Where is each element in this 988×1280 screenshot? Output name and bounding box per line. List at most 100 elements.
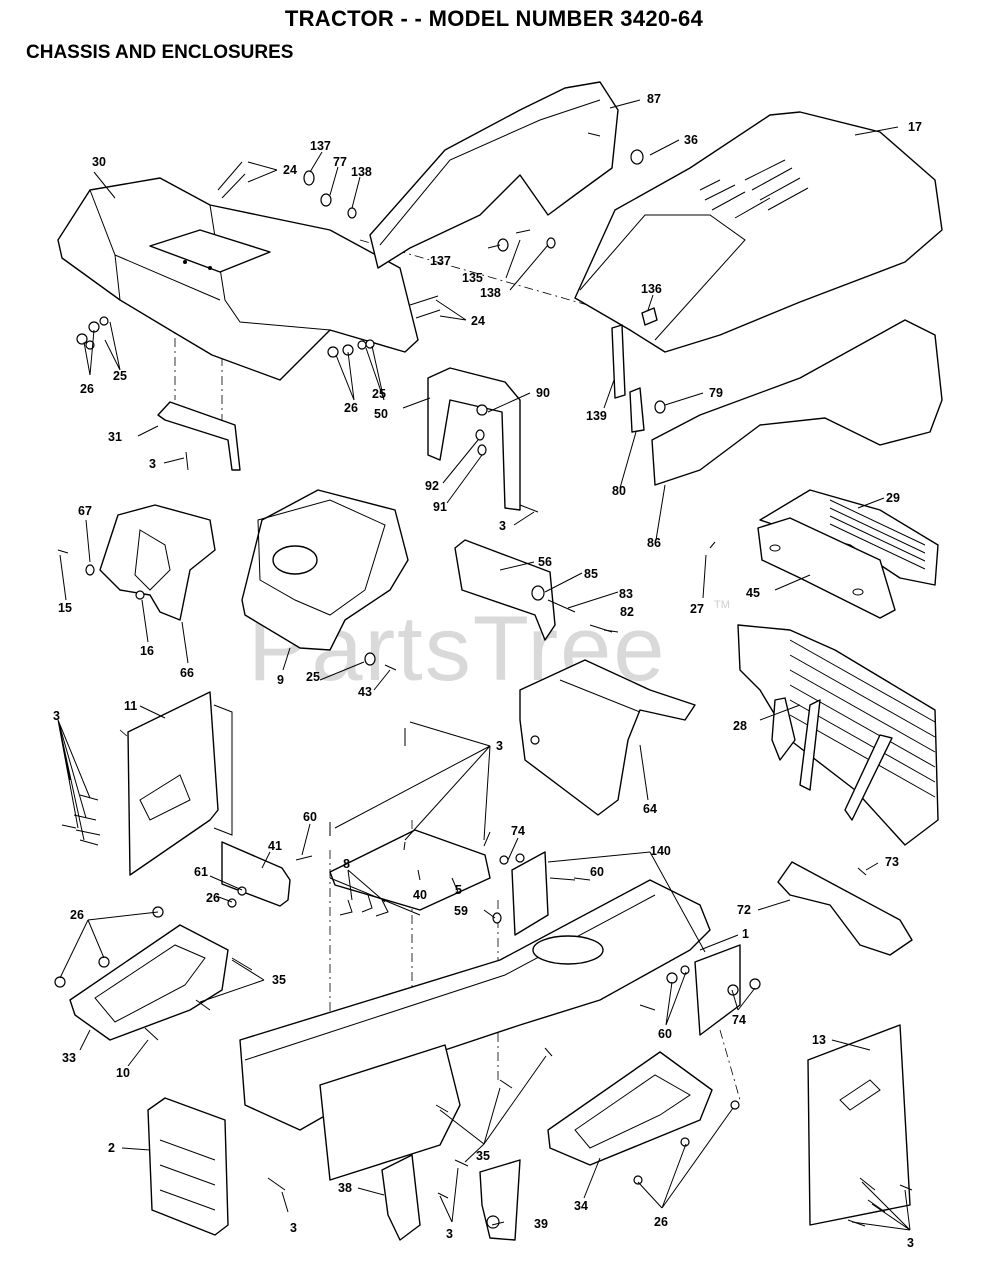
callout-8: 8	[343, 857, 350, 871]
console-part-9	[241, 489, 409, 651]
callout-67: 67	[78, 504, 92, 518]
callout-138: 138	[351, 165, 372, 179]
bracket-part-72	[777, 861, 913, 956]
callout-3-f: 3	[446, 1227, 453, 1241]
watermark-trademark: TM	[714, 599, 730, 611]
grille-assembly-part-28	[737, 624, 939, 846]
callout-139: 139	[586, 409, 607, 423]
callout-135: 135	[462, 271, 483, 285]
callout-26-b: 26	[344, 401, 358, 415]
callout-34: 34	[574, 1199, 588, 1213]
diagram-subtitle: CHASSIS AND ENCLOSURES	[26, 42, 294, 63]
bracket-part-39	[479, 1159, 521, 1241]
callout-25-c: 25	[306, 670, 320, 684]
callout-5: 5	[455, 883, 462, 897]
callout-2: 2	[108, 1141, 115, 1155]
callout-91: 91	[433, 500, 447, 514]
callout-61: 61	[194, 865, 208, 879]
footrest-left-part-33	[69, 924, 229, 1041]
plate-part-5	[329, 829, 491, 916]
callout-17: 17	[908, 120, 922, 134]
callout-64: 64	[643, 802, 657, 816]
callout-80: 80	[612, 484, 626, 498]
callout-3-g: 3	[907, 1236, 914, 1250]
callout-31: 31	[108, 430, 122, 444]
callout-43: 43	[358, 685, 372, 699]
callout-26-c: 26	[206, 891, 220, 905]
callout-25: 25	[113, 369, 127, 383]
callout-50: 50	[374, 407, 388, 421]
callout-3-d: 3	[496, 739, 503, 753]
callout-90: 90	[536, 386, 550, 400]
callout-137-b: 137	[430, 254, 451, 268]
grille-frame-part-45	[757, 517, 896, 619]
support-part-64	[519, 659, 696, 816]
callout-38: 38	[338, 1181, 352, 1195]
callout-16: 16	[140, 644, 154, 658]
bracket-part-38	[381, 1154, 421, 1241]
callout-33: 33	[62, 1051, 76, 1065]
callout-labels: 30 24 137 77 138 87 36 17 137 135 138 13…	[53, 92, 922, 1250]
callout-73: 73	[885, 855, 899, 869]
callout-60-c: 60	[658, 1027, 672, 1041]
callout-26: 26	[80, 382, 94, 396]
callout-1: 1	[742, 927, 749, 941]
hood-side-part-86	[651, 319, 943, 486]
callout-9: 9	[277, 673, 284, 687]
bracket-part-31	[157, 401, 241, 471]
callout-39: 39	[534, 1217, 548, 1231]
callout-15: 15	[58, 601, 72, 615]
callout-35-b: 35	[476, 1149, 490, 1163]
callout-60: 60	[303, 810, 317, 824]
callout-60-b: 60	[590, 865, 604, 879]
main-frame-part-1	[239, 879, 711, 1181]
callout-3-c: 3	[53, 709, 60, 723]
callout-138-b: 138	[480, 286, 501, 300]
callout-26-d: 26	[70, 908, 84, 922]
diagram-title: TRACTOR - - MODEL NUMBER 3420-64	[284, 6, 704, 31]
callout-40: 40	[413, 888, 427, 902]
callout-77: 77	[333, 155, 347, 169]
callout-24-b: 24	[471, 314, 485, 328]
callout-85: 85	[584, 567, 598, 581]
callout-136: 136	[641, 282, 662, 296]
footrest-right-part-34	[547, 1051, 713, 1166]
callout-59: 59	[454, 904, 468, 918]
callout-3-b: 3	[499, 519, 506, 533]
bracket-part-56	[454, 539, 556, 641]
callout-82: 82	[620, 605, 634, 619]
callout-26-e: 26	[654, 1215, 668, 1229]
callout-25-b: 25	[372, 387, 386, 401]
callout-leader-lines	[57, 99, 911, 1231]
callout-140: 140	[650, 844, 671, 858]
shield-part-66	[99, 504, 216, 621]
callout-41: 41	[268, 839, 282, 853]
callout-30: 30	[92, 155, 106, 169]
callout-27: 27	[690, 602, 704, 616]
callout-74-b: 74	[732, 1013, 746, 1027]
callout-28: 28	[733, 719, 747, 733]
callout-10: 10	[116, 1066, 130, 1080]
callout-24: 24	[283, 163, 297, 177]
clip-part-8	[339, 894, 389, 917]
bracket-part-50	[427, 367, 521, 511]
callout-35: 35	[272, 973, 286, 987]
callout-36: 36	[684, 133, 698, 147]
callout-13: 13	[812, 1033, 826, 1047]
callout-56: 56	[538, 555, 552, 569]
side-panel-part-11	[127, 691, 233, 876]
callout-74: 74	[511, 824, 525, 838]
callout-72: 72	[737, 903, 751, 917]
callout-86: 86	[647, 536, 661, 550]
bracket-part-140	[511, 851, 741, 1036]
callout-87: 87	[647, 92, 661, 106]
plate-part-13	[807, 1024, 911, 1226]
rear-fender-part-30	[57, 177, 419, 381]
bracket-part-2	[147, 1097, 229, 1236]
callout-3-e: 3	[290, 1221, 297, 1235]
callout-66: 66	[180, 666, 194, 680]
callout-45: 45	[746, 586, 760, 600]
callout-137: 137	[310, 139, 331, 153]
callout-11: 11	[124, 699, 137, 713]
